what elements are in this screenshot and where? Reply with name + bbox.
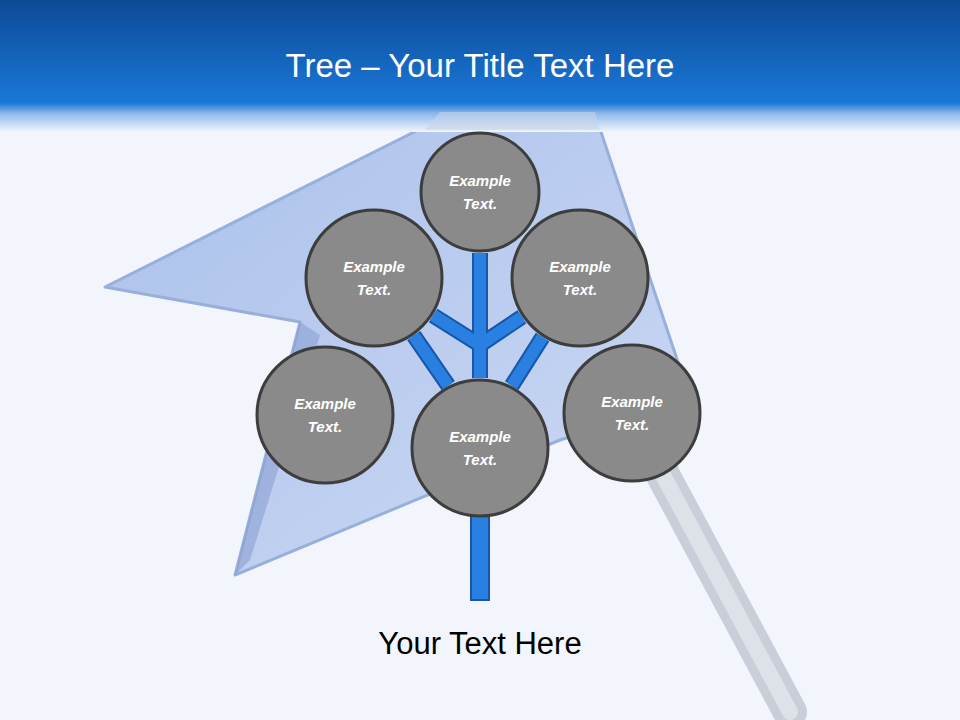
tree-circle: Example Text. [410,378,550,518]
tree-trunk [471,512,489,600]
text-group: Example Text. [332,255,416,301]
tree-branch [414,336,448,386]
text-group: Example Text. [590,390,674,436]
caption-area: Your Text Here [0,624,960,664]
circle-shape [306,210,442,346]
circle-outline [410,378,550,518]
slide-title: Tree – Your Title Text Here [0,46,960,86]
tree-circle: Example Text. [419,131,541,253]
circle-outline [562,343,702,483]
circle-shape [257,347,393,483]
node-label: Example Text. [438,169,522,215]
title-area: Tree – Your Title Text Here [0,46,960,86]
branch-outline [512,337,543,386]
circle-shape [564,345,700,481]
tree-circle: Example Text. [255,345,395,485]
circle-outline [255,345,395,485]
tree-circle: Example Text. [304,208,444,348]
circle-shape [512,210,648,346]
pointer-top [425,112,600,130]
branch-outline [414,336,448,386]
caption: Your Text Here [0,624,960,664]
circle-outline [419,131,541,253]
tree-branch [512,337,543,386]
text-group: Example Text. [538,255,622,301]
node-label: Example Text. [538,255,622,301]
text-group: Example Text. [438,425,522,471]
circle-shape [421,133,539,251]
text-group: Example Text. [283,392,367,438]
node-label: Example Text. [438,425,522,471]
tree-circle: Example Text. [562,343,702,483]
circle-outline [304,208,444,348]
node-label: Example Text. [283,392,367,438]
node-label: Example Text. [590,390,674,436]
tree-circle: Example Text. [510,208,650,348]
node-label: Example Text. [332,255,416,301]
circle-outline [510,208,650,348]
pointer-shape [105,114,690,575]
circle-shape [412,380,548,516]
title-bar [0,0,960,132]
text-group: Example Text. [438,169,522,215]
